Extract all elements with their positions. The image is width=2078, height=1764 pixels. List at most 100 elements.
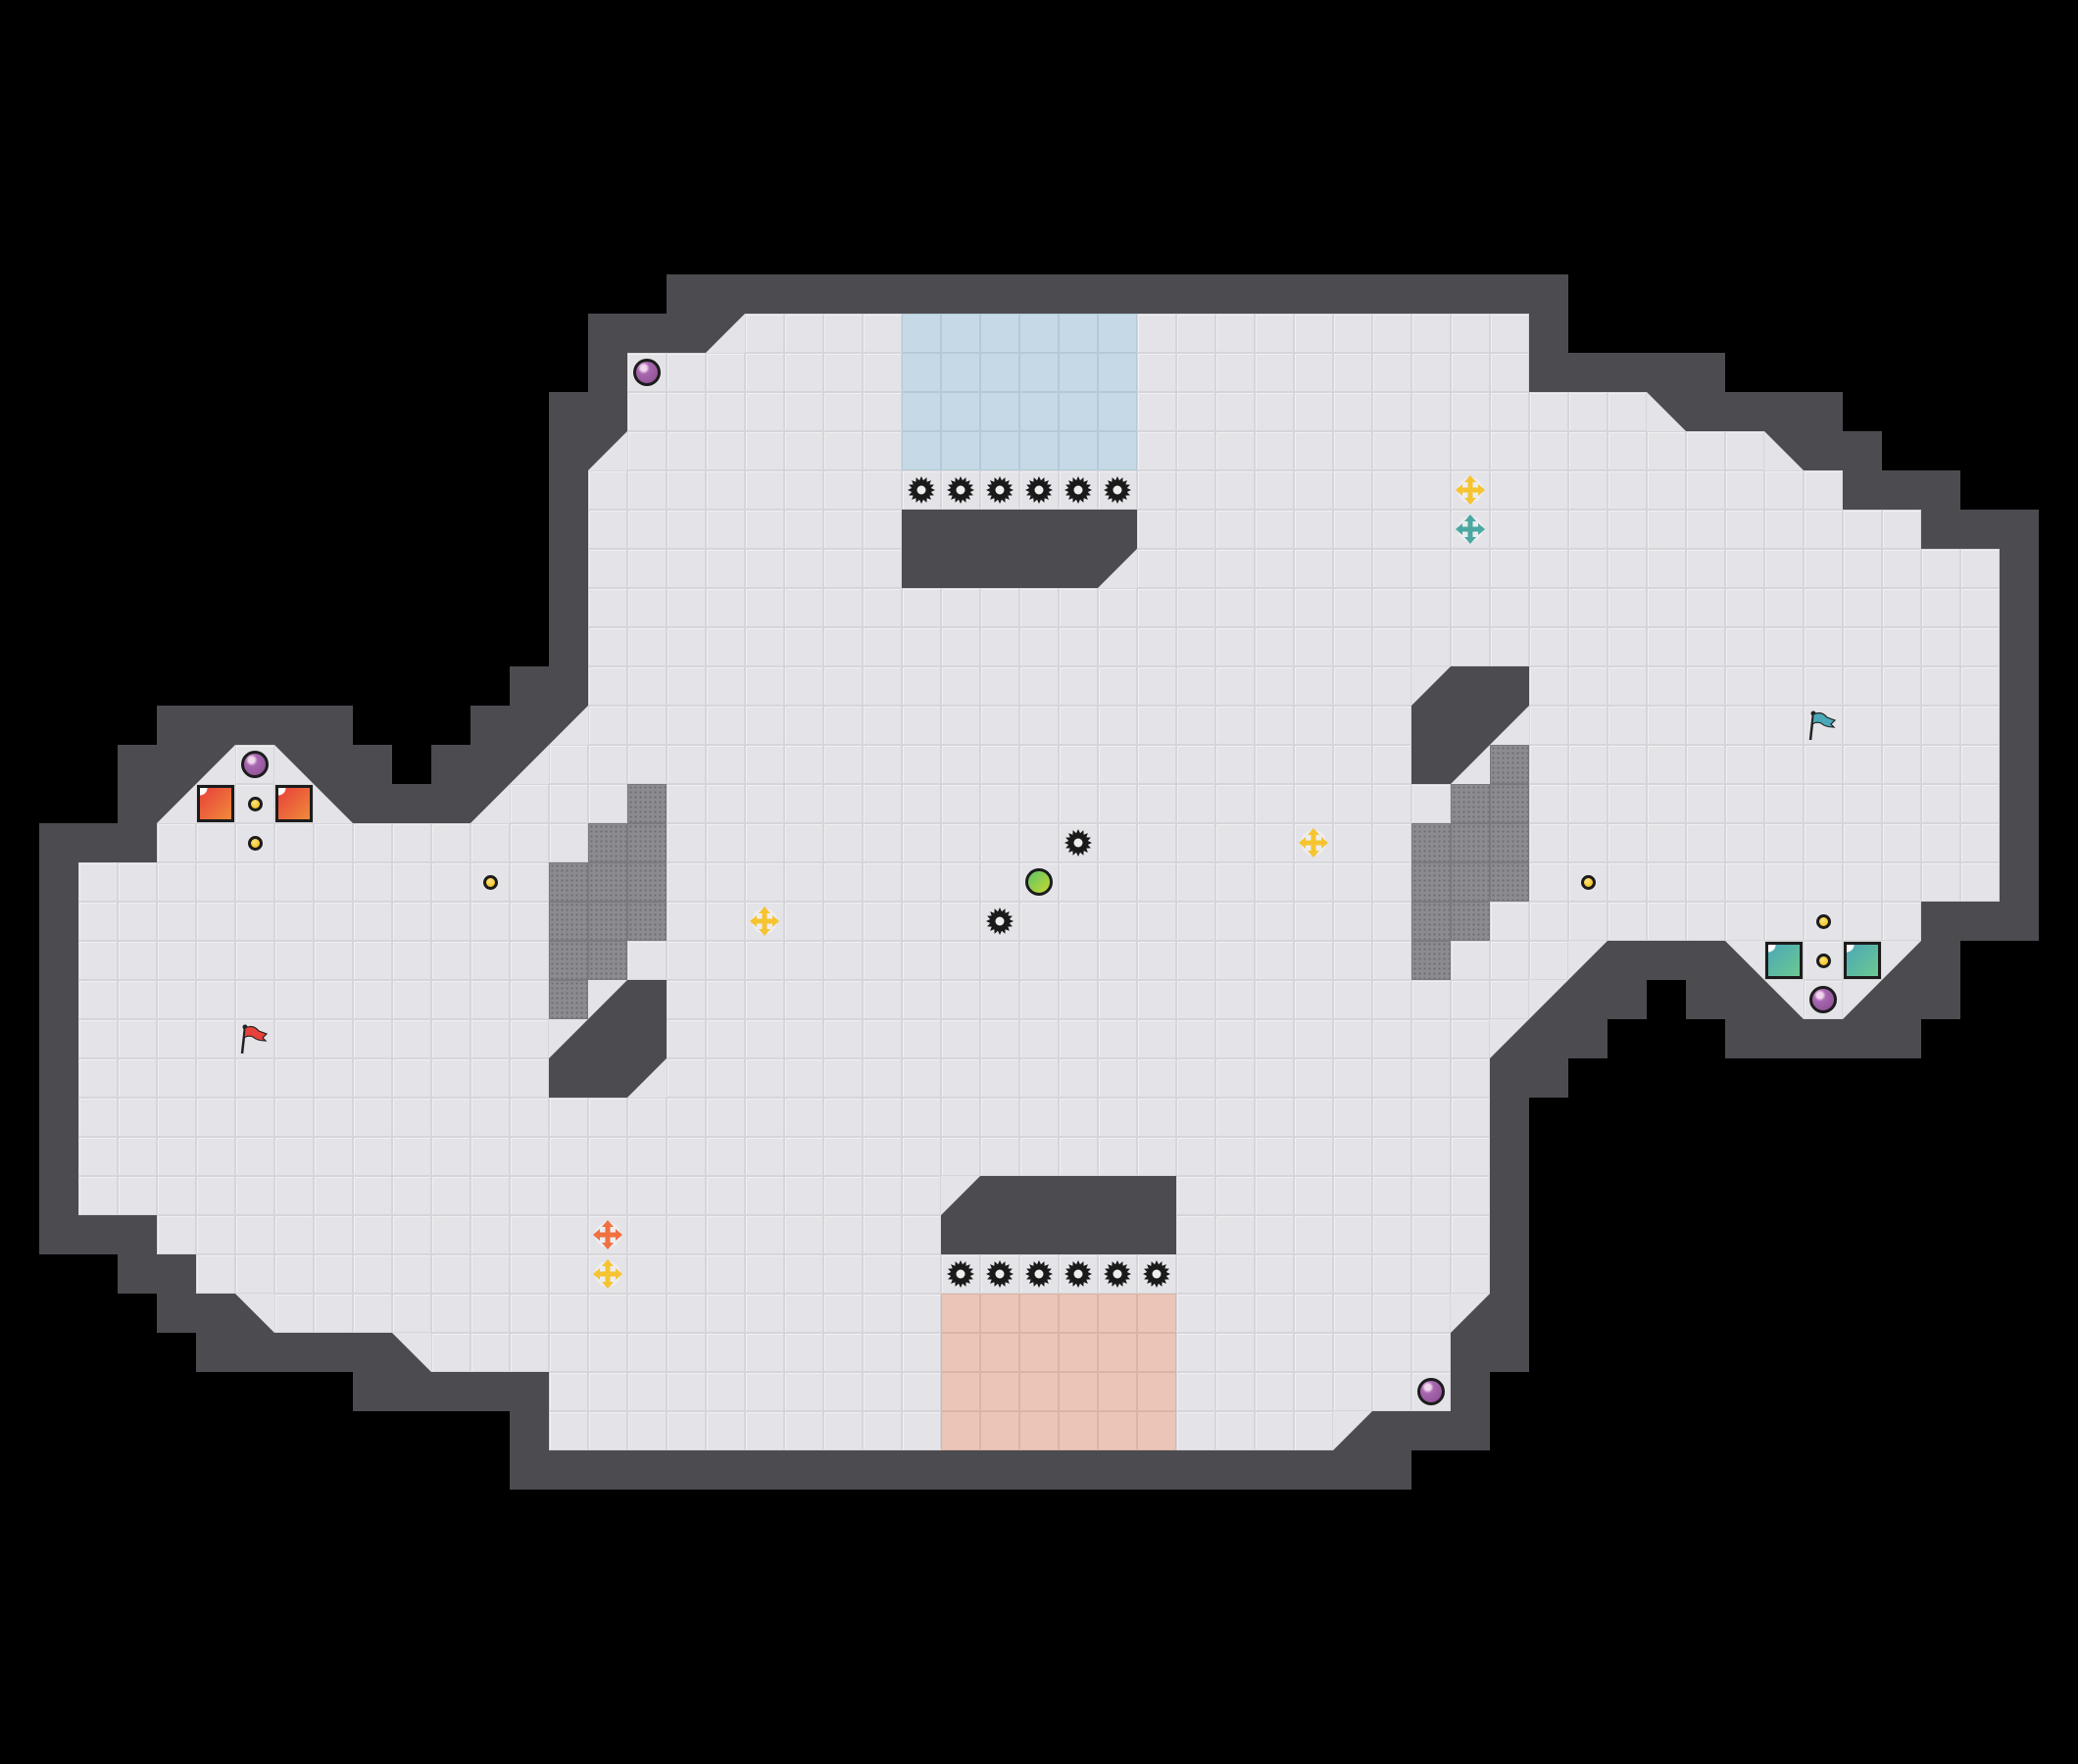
bomb[interactable] [235, 745, 274, 784]
yellow-dot[interactable] [235, 823, 274, 862]
boost-yellow[interactable] [588, 1254, 627, 1294]
floor-tile [353, 980, 392, 1019]
floor-tile [431, 1294, 470, 1333]
floor-tile [1843, 627, 1882, 666]
bomb[interactable] [1411, 1372, 1451, 1411]
spike-icon [1025, 476, 1053, 504]
floor-tile [1137, 941, 1176, 980]
floor-tile [1333, 862, 1372, 902]
wall-tile [549, 588, 588, 627]
blue-endzone-tile [1059, 314, 1098, 353]
floor-tile [1255, 353, 1294, 392]
floor-tile [1804, 510, 1843, 549]
floor-tile [1333, 1372, 1372, 1411]
spike[interactable] [1019, 470, 1059, 510]
floor-tile [1882, 549, 1921, 588]
floor-tile [314, 823, 353, 862]
floor-tile [588, 1372, 627, 1411]
blue-endzone-tile [1098, 392, 1137, 431]
boost-teal[interactable] [1451, 510, 1490, 549]
floor-tile [1255, 549, 1294, 588]
floor-tile [745, 941, 784, 980]
yellow-dot[interactable] [1804, 902, 1843, 941]
floor-tile [1215, 745, 1255, 784]
boost-yellow[interactable] [1451, 470, 1490, 510]
wall-tile [1725, 392, 1764, 431]
blue-team-tile[interactable] [1843, 941, 1882, 980]
gate-tile [588, 862, 627, 902]
floor-tile [1294, 1215, 1333, 1254]
floor-tile [1333, 1176, 1372, 1215]
diagonal-wall-tile [549, 1019, 588, 1058]
floor-tile [980, 745, 1019, 784]
spike[interactable] [1137, 1254, 1176, 1294]
floor-tile [667, 588, 706, 627]
spike[interactable] [1059, 470, 1098, 510]
yellow-dot[interactable] [235, 784, 274, 823]
wall-tile [1725, 1019, 1764, 1058]
spike[interactable] [980, 902, 1019, 941]
floor-tile [980, 1098, 1019, 1137]
bomb-icon [633, 359, 661, 386]
floor-tile [1333, 314, 1372, 353]
spike[interactable] [1059, 1254, 1098, 1294]
floor-tile [1725, 706, 1764, 745]
wall-tile [863, 1450, 902, 1490]
floor-tile [196, 1215, 235, 1254]
floor-triangle [235, 1294, 274, 1333]
floor-tile [745, 1333, 784, 1372]
spike[interactable] [1098, 1254, 1137, 1294]
spike[interactable] [902, 470, 941, 510]
blue-flag[interactable] [1804, 706, 1843, 745]
neutral-ball[interactable] [1019, 862, 1059, 902]
yellow-dot[interactable] [1568, 862, 1608, 902]
spike[interactable] [941, 1254, 980, 1294]
floor-tile [196, 862, 235, 902]
boost-yellow[interactable] [1294, 823, 1333, 862]
yellow-dot[interactable] [1804, 941, 1843, 980]
floor-tile [1372, 1098, 1411, 1137]
floor-tile [1921, 666, 1960, 706]
wall-tile [1059, 1176, 1098, 1215]
spike[interactable] [1019, 1254, 1059, 1294]
blue-team-tile[interactable] [1764, 941, 1804, 980]
spike[interactable] [1059, 823, 1098, 862]
floor-tile [353, 1058, 392, 1098]
blue-endzone-tile [1098, 314, 1137, 353]
red-flag[interactable] [235, 1019, 274, 1058]
wall-tile [980, 510, 1019, 549]
spike[interactable] [1098, 470, 1137, 510]
wall-tile [1098, 510, 1137, 549]
floor-tile [392, 1176, 431, 1215]
bomb[interactable] [1804, 980, 1843, 1019]
spike[interactable] [980, 1254, 1019, 1294]
floor-tile [1176, 510, 1215, 549]
red-endzone-tile [941, 1333, 980, 1372]
floor-tile [1137, 588, 1176, 627]
spike[interactable] [980, 470, 1019, 510]
floor-tile [1176, 1176, 1215, 1215]
floor-tile [941, 1137, 980, 1176]
floor-tile [314, 1254, 353, 1294]
floor-tile [1568, 549, 1608, 588]
red-team-tile[interactable] [274, 784, 314, 823]
yellow-dot[interactable] [470, 862, 510, 902]
floor-tile [1411, 588, 1451, 627]
boost-yellow[interactable] [745, 902, 784, 941]
boost-orange[interactable] [588, 1215, 627, 1254]
floor-tile [1725, 510, 1764, 549]
floor-tile [1215, 1333, 1255, 1372]
floor-tile [1843, 666, 1882, 706]
bomb[interactable] [627, 353, 667, 392]
floor-triangle [1490, 706, 1529, 745]
floor-triangle [1529, 980, 1568, 1019]
red-team-tile[interactable] [196, 784, 235, 823]
floor-tile [863, 1333, 902, 1372]
floor-tile [1372, 1215, 1411, 1254]
blue-endzone-tile [902, 314, 941, 353]
wall-tile [118, 1254, 157, 1294]
floor-tile [1255, 745, 1294, 784]
spike[interactable] [941, 470, 980, 510]
wall-tile [980, 549, 1019, 588]
